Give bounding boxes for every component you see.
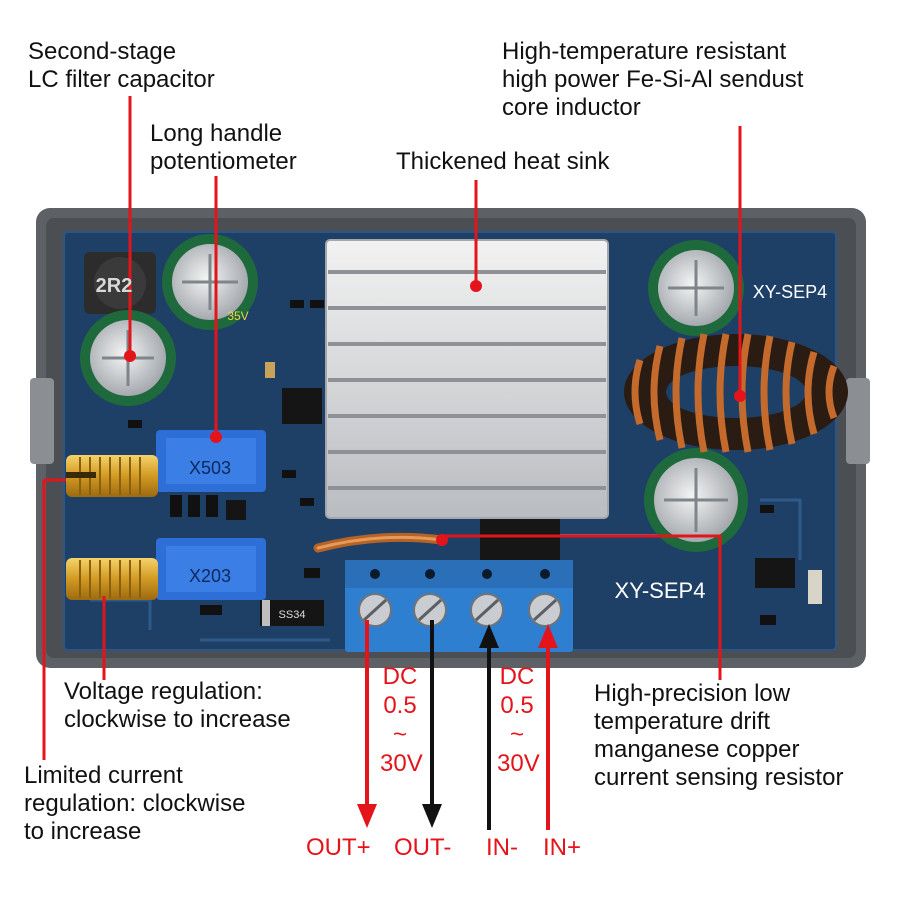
callout-line: temperature drift xyxy=(594,708,771,735)
callout-dots xyxy=(124,280,746,546)
voltage-knob[interactable] xyxy=(66,558,158,600)
pot-bottom-code: X203 xyxy=(189,566,231,586)
label-in-minus: IN- xyxy=(486,834,518,861)
range-text: DC xyxy=(382,663,418,690)
output-capacitor-top xyxy=(648,240,744,336)
label-out-minus: OUT- xyxy=(394,834,452,861)
callout-line: High-precision low xyxy=(594,680,791,707)
callout-heat-sink: Thickened heat sink xyxy=(396,148,609,176)
label-in-plus: IN+ xyxy=(543,834,582,861)
potentiometer-voltage xyxy=(156,538,266,600)
callout-sense-resistor: High-precision low temperature drift man… xyxy=(594,680,843,792)
callout-line: high power Fe-Si-Al sendust xyxy=(502,66,804,93)
range-text: 30V xyxy=(380,750,423,777)
current-sense-resistor xyxy=(313,532,447,553)
terminal-arrows xyxy=(357,620,558,830)
callout-line: core inductor xyxy=(502,94,641,121)
callout-voltage-regulation: Voltage regulation: clockwise to increas… xyxy=(64,678,291,734)
range-text: 30V xyxy=(497,750,540,777)
callout-line: Limited current xyxy=(24,762,183,789)
callout-inductor: High-temperature resistant high power Fe… xyxy=(502,38,803,122)
range-text: DC xyxy=(499,663,535,690)
callout-line: current sensing resistor xyxy=(594,764,844,791)
callout-potentiometer: Long handle potentiometer xyxy=(150,120,297,176)
callout-line: manganese copper xyxy=(594,736,800,763)
callout-line: Voltage regulation: xyxy=(64,678,263,705)
potentiometer-current xyxy=(156,430,266,492)
callout-line: to increase xyxy=(24,818,142,845)
cap-marking: 35V xyxy=(227,309,248,323)
callout-line: Long handle xyxy=(150,120,283,147)
small-inductor xyxy=(84,252,156,314)
terminal-block xyxy=(345,560,573,652)
callout-line: Second-stage xyxy=(28,38,177,65)
range-text: 0.5 xyxy=(500,692,534,719)
output-capacitor-bottom xyxy=(644,448,748,552)
range-text: 0.5 xyxy=(383,692,417,719)
inductor-marking: 2R2 xyxy=(96,275,133,297)
input-range-label: DC 0.5 ~ 30V xyxy=(497,662,540,778)
callout-line: regulation: clockwise xyxy=(24,790,246,817)
range-text: ~ xyxy=(392,721,407,748)
range-text: ~ xyxy=(509,721,524,748)
callout-current-regulation: Limited current regulation: clockwise to… xyxy=(24,762,245,846)
model-label-top: XY-SEP4 xyxy=(753,282,827,302)
callout-line: clockwise to increase xyxy=(64,706,291,733)
diode-marking: SS34 xyxy=(279,609,306,621)
current-knob[interactable] xyxy=(66,455,158,497)
label-out-plus: OUT+ xyxy=(306,834,371,861)
output-range-label: DC 0.5 ~ 30V xyxy=(380,662,423,778)
callout-line: Thickened heat sink xyxy=(396,148,610,175)
callout-line: LC filter capacitor xyxy=(28,66,215,93)
callout-line: High-temperature resistant xyxy=(502,38,787,65)
input-capacitor xyxy=(162,234,258,330)
callout-line: potentiometer xyxy=(150,148,297,175)
callout-lc-capacitor: Second-stage LC filter capacitor xyxy=(28,38,215,94)
pot-top-code: X503 xyxy=(189,458,231,478)
callout-lines xyxy=(42,96,742,760)
model-label-bottom: XY-SEP4 xyxy=(615,578,706,603)
heat-sink xyxy=(325,239,609,519)
